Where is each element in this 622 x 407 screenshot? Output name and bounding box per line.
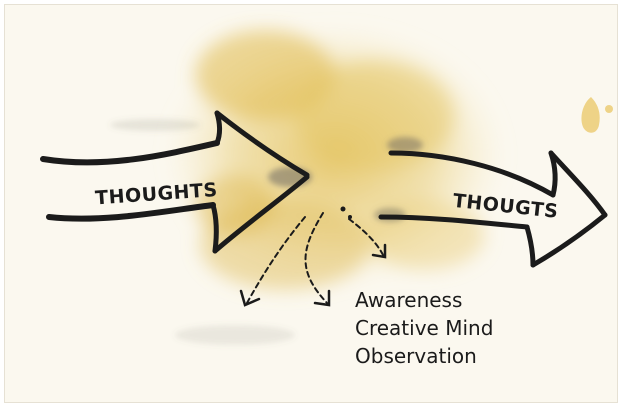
paint-drip (581, 97, 613, 133)
thoughts-awareness-drawing: THOUGHTS THOUGTS Awareness Creative Mind… (5, 5, 618, 403)
note-creative-mind: Creative Mind (355, 316, 493, 340)
illustration-frame: THOUGHTS THOUGTS Awareness Creative Mind… (4, 4, 618, 403)
note-awareness: Awareness (355, 288, 462, 312)
note-observation: Observation (355, 344, 477, 368)
